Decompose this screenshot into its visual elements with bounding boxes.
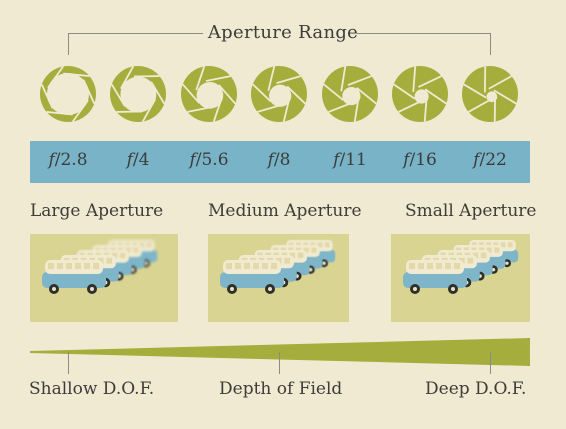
aperture-icon [321, 65, 379, 123]
fstop-value: /2.8 [54, 150, 88, 170]
fstop-label: f/22 [458, 150, 522, 170]
aperture-icon [39, 65, 97, 123]
fstop-label: f/2.8 [36, 150, 100, 170]
fstop-label: f/16 [388, 150, 452, 170]
bus [220, 260, 284, 294]
photo-deep-dof [391, 234, 530, 322]
fstop-value: /8 [273, 150, 291, 170]
fstop-value: /11 [339, 150, 367, 170]
title-bracket-left-vertical [68, 33, 69, 55]
title-bracket-right-horizontal [357, 33, 491, 34]
diagram-title: Aperture Range [207, 22, 359, 43]
depth-of-field-label: Depth of Field [219, 379, 343, 399]
tick-shallow [68, 352, 69, 374]
fstop-value: /4 [132, 150, 150, 170]
dof-wedge [30, 338, 530, 366]
fstop-prefix: f [126, 150, 133, 170]
dof-wedge-shape [30, 338, 530, 366]
fstop-bar [30, 141, 530, 183]
aperture-icon [461, 65, 519, 123]
photo-medium-dof [208, 234, 349, 322]
fstop-value: /22 [479, 150, 507, 170]
small-aperture-label: Small Aperture [405, 201, 537, 221]
bus [403, 260, 467, 294]
fstop-label: f/11 [318, 150, 382, 170]
fstop-label: f/8 [247, 150, 311, 170]
aperture-icon [250, 65, 308, 123]
fstop-value: /5.6 [195, 150, 229, 170]
title-bracket-left-horizontal [68, 33, 203, 34]
tick-middle [279, 352, 280, 374]
fstop-label: f/4 [106, 150, 170, 170]
deep-dof-label: Deep D.O.F. [425, 379, 527, 399]
fstop-prefix: f [267, 150, 274, 170]
large-aperture-label: Large Aperture [30, 201, 164, 221]
fstop-label: f/5.6 [177, 150, 241, 170]
medium-aperture-label: Medium Aperture [208, 201, 362, 221]
title-bracket-right-vertical [490, 33, 491, 55]
fstop-prefix: f [189, 150, 196, 170]
aperture-icon [391, 65, 449, 123]
fstop-prefix: f [48, 150, 55, 170]
aperture-icon [109, 65, 167, 123]
photo-shallow-dof [30, 234, 178, 322]
bus [42, 260, 106, 294]
fstop-prefix: f [333, 150, 340, 170]
shallow-dof-label: Shallow D.O.F. [29, 379, 155, 399]
fstop-prefix: f [473, 150, 480, 170]
tick-deep [490, 352, 491, 374]
aperture-icon [180, 65, 238, 123]
fstop-value: /16 [409, 150, 437, 170]
fstop-prefix: f [403, 150, 410, 170]
